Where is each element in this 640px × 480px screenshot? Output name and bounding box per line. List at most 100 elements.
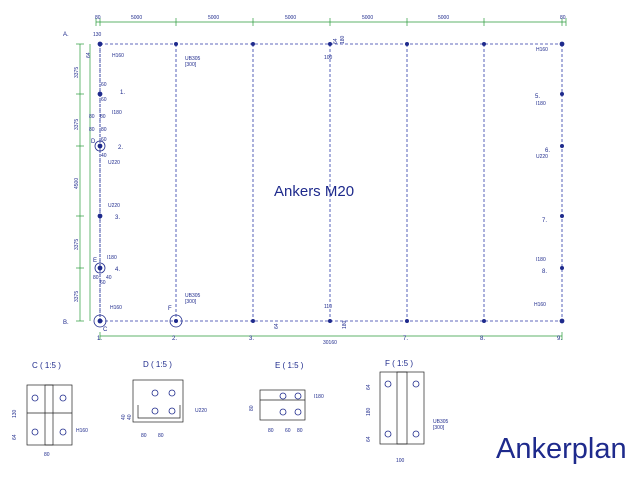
dim-small-15: 64 xyxy=(274,323,280,329)
plan-title: Ankerplan xyxy=(496,433,627,465)
dim-small-2: 60 xyxy=(101,82,107,88)
anchor-point xyxy=(560,266,564,270)
left-column-anchors xyxy=(97,41,103,324)
anchor-point xyxy=(97,41,103,47)
dim-small-7: 40 xyxy=(101,153,107,159)
profile-label: I180 xyxy=(536,257,546,263)
axis-col-8: 8. xyxy=(480,336,485,342)
side-left-4: 4. xyxy=(115,267,120,273)
detail-d-dim: 80 xyxy=(141,433,147,439)
detail-d: D ( 1:5 ) 40 40 80 80 U220 xyxy=(121,360,207,439)
axis-col-9: 9. xyxy=(557,336,562,342)
dim-left-2: 4500 xyxy=(74,178,80,189)
anchor-point xyxy=(405,42,409,46)
anchor-point xyxy=(97,143,103,149)
detail-marker-c xyxy=(93,314,107,328)
detail-d-bolt xyxy=(151,407,159,415)
anchor-point xyxy=(97,265,103,271)
anchor-point xyxy=(97,91,103,97)
dim-small-16: 180 xyxy=(342,320,348,329)
detail-marker-f xyxy=(169,314,183,328)
profile-label: H160 xyxy=(534,302,546,308)
detail-d-dim: 40 xyxy=(127,414,133,420)
dim-small-0: 130 xyxy=(93,32,102,38)
anchor-point xyxy=(251,42,255,46)
detail-c-bolt xyxy=(31,428,39,436)
anchor-point xyxy=(97,318,103,324)
detail-c-title: C ( 1:5 ) xyxy=(32,361,61,370)
dim-left-3: 3375 xyxy=(74,239,80,250)
marker-c-label: C xyxy=(103,327,108,333)
anchor-point xyxy=(482,42,486,46)
detail-c-dim: 80 xyxy=(44,452,50,458)
anchor-point xyxy=(560,92,564,96)
detail-f-profile: UB305 xyxy=(433,419,449,425)
detail-f-plate xyxy=(379,371,425,445)
dim-left-4: 3375 xyxy=(74,291,80,302)
detail-e-dim: 80 xyxy=(249,405,255,411)
detail-f-bolt xyxy=(412,430,420,438)
anchor-point xyxy=(251,319,255,323)
profile-label: [300] xyxy=(185,62,197,68)
axis-row-b: B. xyxy=(63,320,69,326)
dim-small-18: 80 xyxy=(100,114,106,120)
detail-e-dim: 80 xyxy=(297,428,303,434)
profile-label: U220 xyxy=(108,160,120,166)
dim-small-8: 60 xyxy=(100,280,106,286)
dim-top-0: 80 xyxy=(95,15,101,21)
dim-small-17: 80 xyxy=(89,114,95,120)
side-left-3: 3. xyxy=(115,215,120,221)
detail-f-dim: 180 xyxy=(366,407,372,416)
axis-col-1: 1. xyxy=(97,336,102,342)
detail-e-title: E ( 1:5 ) xyxy=(275,361,304,370)
dim-top-2: 5000 xyxy=(208,15,219,21)
detail-f-profile2: [300] xyxy=(433,425,445,431)
detail-f: F ( 1:5 ) 64 180 64 100 UB305 [300] xyxy=(366,359,449,464)
detail-e: E ( 1:5 ) 80 80 60 80 I180 xyxy=(249,361,324,434)
anchor-point xyxy=(328,42,332,46)
dim-small-5: 80 xyxy=(101,127,107,133)
dim-left-1: 3375 xyxy=(74,119,80,130)
anchor-point xyxy=(174,319,178,323)
detail-d-title: D ( 1:5 ) xyxy=(143,360,172,369)
detail-f-bolt xyxy=(384,380,392,388)
anchor-point xyxy=(97,213,103,219)
detail-c-dim: 64 xyxy=(12,434,18,440)
profile-label: H160 xyxy=(112,53,124,59)
anchor-point xyxy=(174,42,178,46)
dim-left-0: 3375 xyxy=(74,67,80,78)
side-left-1: 1. xyxy=(120,90,125,96)
detail-f-dim: 64 xyxy=(366,436,372,442)
detail-c: C ( 1:5 ) 130 64 80 H160 xyxy=(12,361,88,458)
side-right-8: 8. xyxy=(542,269,547,275)
detail-e-profile: I180 xyxy=(314,394,324,400)
dim-small-3: 60 xyxy=(101,97,107,103)
detail-c-bolt xyxy=(31,394,39,402)
dim-top-3: 5000 xyxy=(285,15,296,21)
dim-small-13: 180 xyxy=(340,35,346,44)
profile-label: [300] xyxy=(185,299,197,305)
detail-d-bolt xyxy=(168,407,176,415)
dim-small-11: 100 xyxy=(324,55,333,61)
anchor-point xyxy=(559,318,565,324)
dim-top-4: 5000 xyxy=(362,15,373,21)
dim-small-6: 60 xyxy=(101,137,107,143)
detail-c-bolt xyxy=(59,428,67,436)
detail-d-profile: U220 xyxy=(195,408,207,414)
detail-c-plate xyxy=(26,384,73,446)
profile-label: H160 xyxy=(536,47,548,53)
detail-f-bolt xyxy=(412,380,420,388)
marker-e-label: E xyxy=(93,258,97,264)
axis-col-2: 2. xyxy=(172,336,177,342)
anchor-point xyxy=(560,144,564,148)
center-label: Ankers M20 xyxy=(274,183,354,200)
profile-label: UB305 xyxy=(185,293,201,299)
dim-small-4: 80 xyxy=(89,127,95,133)
anchor-point xyxy=(405,319,409,323)
dim-small-12: 64 xyxy=(333,38,339,44)
axis-col-7: 7. xyxy=(403,336,408,342)
detail-e-dim: 60 xyxy=(285,428,291,434)
dim-small-1: 64 xyxy=(86,52,92,58)
profile-label: H160 xyxy=(110,305,122,311)
